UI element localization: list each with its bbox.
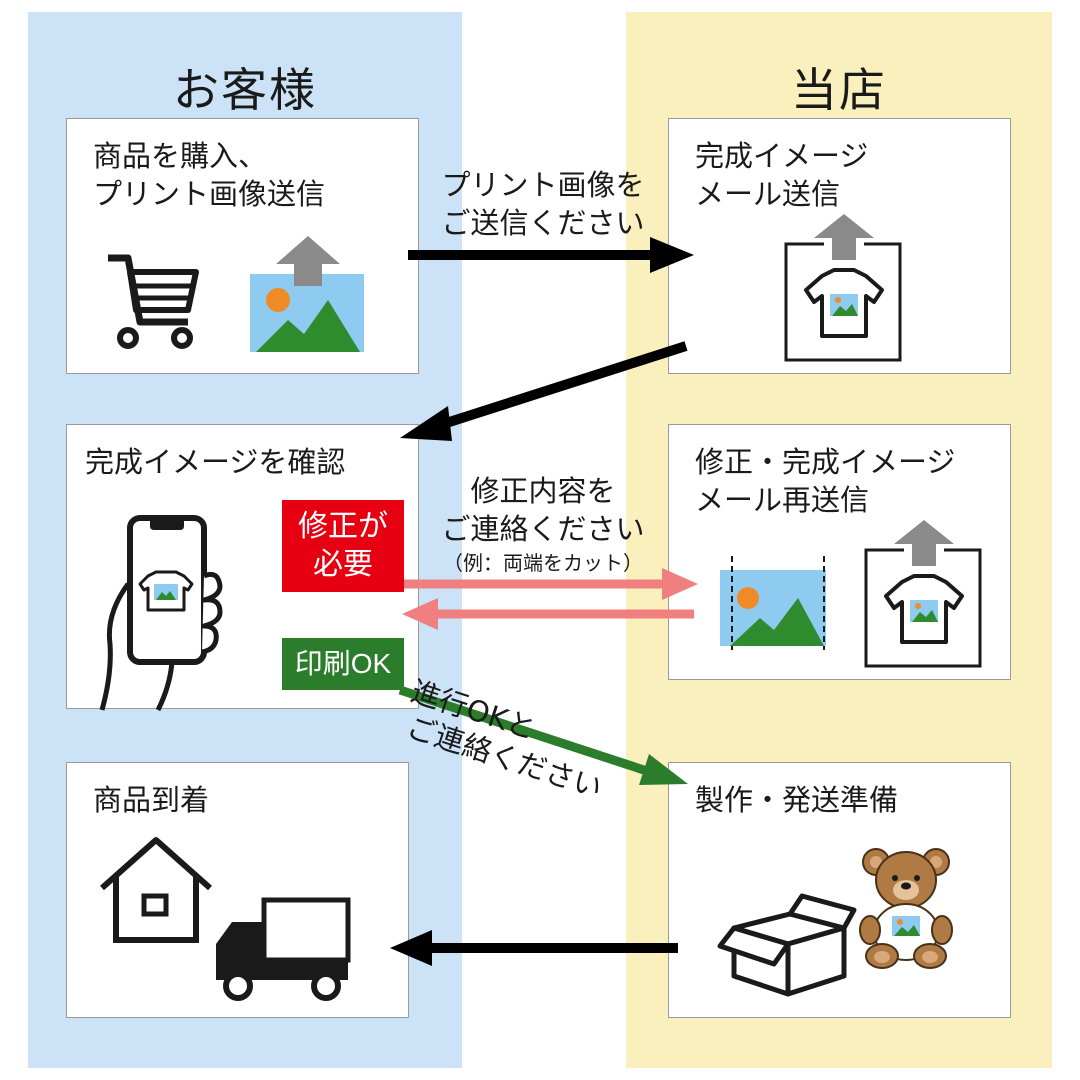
arrow-ship [390,930,678,966]
arrow-revision-resend [402,598,694,630]
shop-column-title: 当店 [791,63,887,117]
image-upload-icon [250,236,364,352]
print-ok-badge: 印刷OK [282,638,404,690]
step-arrival-label: 商品到着 [93,783,210,817]
arrow-revision-request [404,568,698,600]
arrow-send-image [408,237,694,273]
teddy-bear-icon [859,848,953,969]
step-purchase-label: 商品を購入、 プリント画像送信 [93,139,326,211]
step-production-label: 製作・発送準備 [695,783,899,817]
tshirt-upload-icon-2 [864,520,982,668]
step-revision-mail-label: 修正・完成イメージ メール再送信 [695,445,956,517]
tshirt-upload-icon [784,214,902,362]
house-icon [100,837,212,943]
smartphone-hand-icon [99,515,223,712]
arrow-mockup-to-confirm [400,341,688,441]
revision-request-label: 修正内容を ご連絡ください [441,474,645,546]
step-mockup-mail-label: 完成イメージ メール送信 [695,139,869,211]
arrow-print-ok [398,685,688,785]
cropped-image-icon [720,556,826,650]
send-image-label: プリント画像を ご送信ください [441,168,645,240]
truck-icon [216,897,351,1001]
revision-example-label: （例：両端をカット） [443,551,643,575]
customer-column-title: お客様 [173,63,317,117]
cart-icon [108,254,199,349]
needs-fix-badge: 修正が 必要 [282,500,404,592]
box-icon [717,893,857,997]
step-confirm-label: 完成イメージを確認 [85,445,346,479]
